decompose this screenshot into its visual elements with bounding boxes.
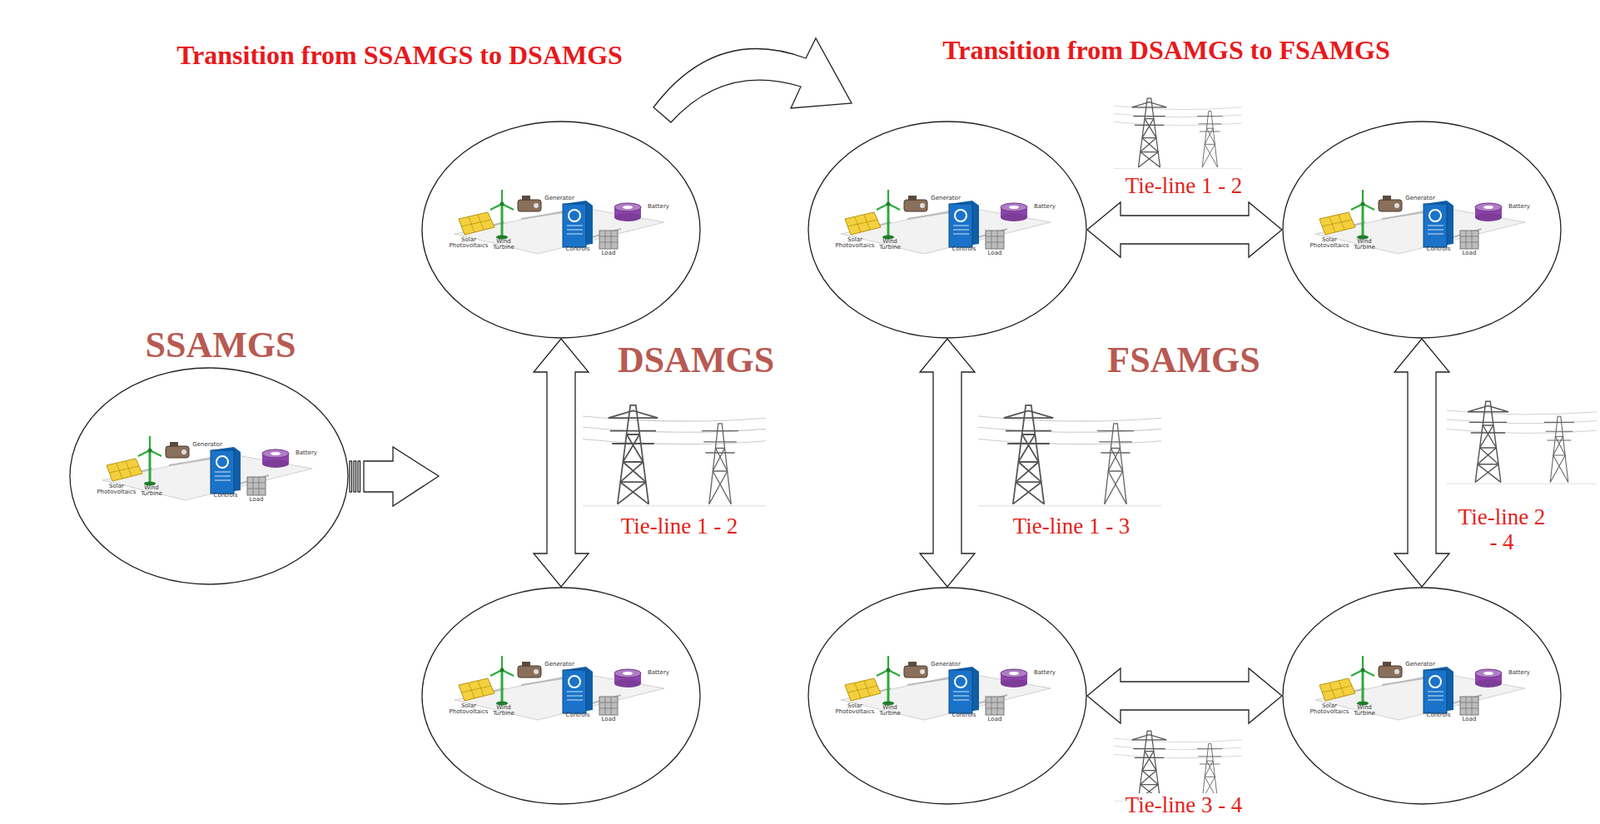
component-label: Battery <box>1029 670 1060 676</box>
tie-line-arrow <box>1394 338 1450 587</box>
component-label: Controls <box>1420 246 1457 253</box>
transition-title: Transition from SSAMGS to DSAMGS <box>166 40 633 70</box>
component-label: Load <box>980 716 1009 723</box>
tower-illustration <box>1446 401 1597 484</box>
component-label: Battery <box>1504 670 1535 676</box>
component-label: Generator <box>1403 195 1437 202</box>
component-label: Generator <box>190 442 224 448</box>
microgrid-illustration <box>69 367 349 586</box>
component-label: Load <box>980 250 1009 257</box>
component-label: Controls <box>559 712 597 719</box>
component-label: Battery <box>1029 203 1060 210</box>
microgrid-illustration <box>807 586 1088 805</box>
tie-line-arrow <box>1087 202 1282 258</box>
tie-line-label: Tie-line 1 - 3 <box>1010 514 1133 540</box>
component-label: Generator <box>1403 661 1437 668</box>
component-label: Controls <box>1420 712 1457 719</box>
group-label: DSAMGS <box>617 338 775 382</box>
tower-illustration <box>1113 730 1242 801</box>
microgrid-ellipse: Solar PhotovoltaicsWind Turbine Generator… <box>69 367 349 586</box>
component-label: Solar Photovoltaics <box>444 703 493 716</box>
component-label: Solar Photovoltaics <box>830 237 880 250</box>
component-label: Battery <box>643 670 674 676</box>
component-label: Controls <box>559 246 597 253</box>
tower-illustration <box>978 405 1162 507</box>
component-label: Load <box>1455 250 1484 257</box>
component-label: Controls <box>945 246 983 253</box>
tie-line-label: Tie-line 1 - 2 <box>1122 173 1246 199</box>
microgrid-ellipse: Solar PhotovoltaicsWind Turbine Generator… <box>807 586 1088 805</box>
component-label: Wind Turbine <box>875 238 905 252</box>
component-label: Controls <box>207 492 244 499</box>
microgrid-illustration <box>1281 120 1562 339</box>
component-label: Load <box>1455 716 1484 723</box>
component-label: Solar Photovoltaics <box>92 483 141 497</box>
component-label: Battery <box>643 203 674 210</box>
microgrid-ellipse: Solar PhotovoltaicsWind Turbine Generator… <box>1281 120 1562 339</box>
component-label: Load <box>594 716 623 723</box>
transition-title: Transition from DSAMGS to FSAMGS <box>933 35 1400 65</box>
component-label: Wind Turbine <box>1350 705 1379 718</box>
microgrid-illustration <box>421 120 701 339</box>
transition-arrow <box>349 447 439 507</box>
component-label: Battery <box>291 450 322 457</box>
microgrid-illustration <box>421 586 701 805</box>
component-label: Wind Turbine <box>489 705 518 718</box>
component-label: Generator <box>542 195 577 202</box>
component-label: Wind Turbine <box>1350 238 1379 252</box>
microgrid-ellipse: Solar PhotovoltaicsWind Turbine Generator… <box>421 586 701 805</box>
component-label: Solar Photovoltaics <box>1305 237 1354 250</box>
component-label: Generator <box>929 661 963 668</box>
microgrid-ellipse: Solar PhotovoltaicsWind Turbine Generator… <box>807 120 1088 339</box>
group-label: FSAMGS <box>1107 338 1260 382</box>
component-label: Battery <box>1504 203 1535 210</box>
tie-line-label: Tie-line 1 - 2 <box>618 514 741 540</box>
tower-illustration <box>1113 98 1242 169</box>
microgrid-ellipse: Solar PhotovoltaicsWind Turbine Generator… <box>1281 586 1562 805</box>
component-label: Load <box>594 250 623 257</box>
component-label: Solar Photovoltaics <box>444 237 493 250</box>
component-label: Solar Photovoltaics <box>1305 703 1354 716</box>
microgrid-ellipse: Solar PhotovoltaicsWind Turbine Generator… <box>421 120 701 339</box>
component-label: Wind Turbine <box>875 705 905 718</box>
component-label: Controls <box>945 712 983 719</box>
component-label: Wind Turbine <box>489 238 518 252</box>
component-label: Generator <box>542 661 577 668</box>
tie-line-arrow <box>919 338 975 587</box>
tie-line-label: Tie-line 3 - 4 <box>1122 793 1246 819</box>
microgrid-illustration <box>807 120 1088 339</box>
component-label: Load <box>242 496 271 503</box>
tie-line-label: Tie-line 2 - 4 <box>1452 505 1551 555</box>
microgrid-illustration <box>1281 586 1562 805</box>
component-label: Wind Turbine <box>137 485 166 498</box>
curved-arrow <box>653 38 852 123</box>
group-label: SSAMGS <box>145 323 297 367</box>
tower-illustration <box>582 405 766 507</box>
tie-line-arrow <box>1087 668 1282 724</box>
component-label: Solar Photovoltaics <box>830 703 880 716</box>
component-label: Generator <box>929 195 963 202</box>
tie-line-arrow <box>533 338 589 587</box>
